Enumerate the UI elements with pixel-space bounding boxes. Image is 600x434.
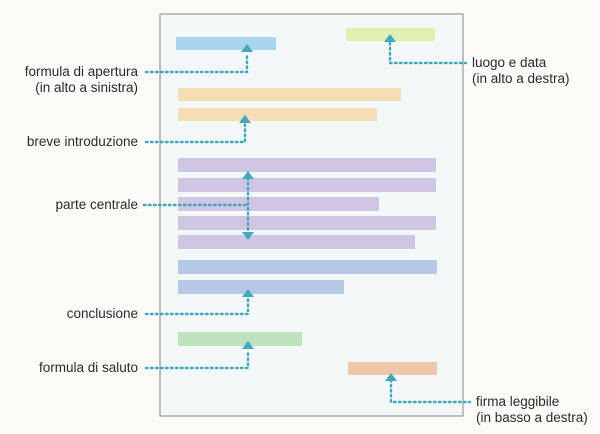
arrowhead-introduzione <box>239 115 251 123</box>
label-formula-saluto-text: formula di saluto <box>38 360 138 375</box>
bar-centrale-1 <box>178 158 436 172</box>
bar-introduzione-2 <box>178 108 377 121</box>
label-formula-apertura-line1: formula di apertura <box>24 64 138 79</box>
connector-centrale <box>142 176 250 234</box>
bar-centrale-2 <box>178 178 436 192</box>
bar-introduzione-1 <box>178 88 401 101</box>
arrowheads <box>239 34 397 381</box>
connector-saluto <box>144 348 250 370</box>
bar-conclusione-1 <box>178 260 437 274</box>
label-formula-apertura: formula di apertura (in alto a sinistra) <box>25 64 138 96</box>
label-firma: firma leggibile (in basso a destra) <box>476 394 588 426</box>
arrowhead-apertura <box>241 44 253 52</box>
connectors <box>142 41 472 404</box>
bar-formula-saluto <box>178 332 302 346</box>
label-luogo-data: luogo e data (in alto a destra) <box>472 55 570 87</box>
letter-page <box>159 13 464 417</box>
connector-introduzione <box>144 122 247 144</box>
label-parte-centrale: parte centrale <box>55 197 138 213</box>
label-breve-introduzione: breve introduzione <box>27 134 138 150</box>
label-formula-saluto: formula di saluto <box>39 360 138 376</box>
bar-conclusione-2 <box>178 280 344 294</box>
connector-firma <box>389 378 472 404</box>
connector-apertura <box>144 52 249 74</box>
bar-centrale-5 <box>178 235 415 249</box>
label-luogo-data-line2: (in alto a destra) <box>472 71 570 86</box>
bar-formula-apertura <box>176 37 276 50</box>
label-breve-introduzione-text: breve introduzione <box>26 134 138 149</box>
label-luogo-data-line1: luogo e data <box>472 55 547 70</box>
label-conclusione-text: conclusione <box>66 306 138 321</box>
arrowhead-centrale-down <box>242 232 254 240</box>
arrowhead-firma <box>385 373 397 381</box>
arrowhead-centrale-up <box>242 171 254 179</box>
arrowhead-saluto <box>242 341 254 349</box>
connector-conclusione <box>144 296 250 316</box>
label-conclusione: conclusione <box>67 306 138 322</box>
label-firma-line1: firma leggibile <box>476 394 560 409</box>
bar-luogo-data <box>346 28 435 41</box>
arrowhead-conclusione <box>242 289 254 297</box>
bar-centrale-3 <box>178 197 379 211</box>
label-formula-apertura-line2: (in alto a sinistra) <box>35 80 138 95</box>
label-firma-line2: (in basso a destra) <box>476 410 588 425</box>
bar-firma <box>348 362 437 375</box>
bar-centrale-4 <box>178 216 436 230</box>
arrowhead-luogo-data <box>384 34 396 42</box>
label-parte-centrale-text: parte centrale <box>55 197 138 212</box>
connector-luogo-data <box>388 41 468 65</box>
